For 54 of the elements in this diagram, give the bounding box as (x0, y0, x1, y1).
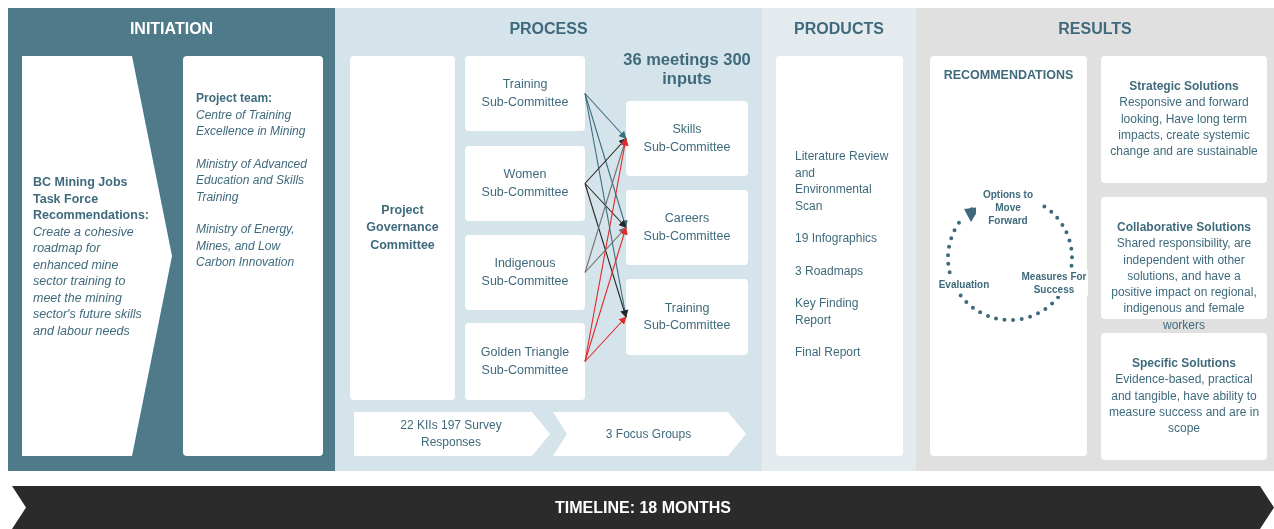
product-text: Key Finding Report (795, 295, 860, 328)
committee-box: Skills Sub-Committee (626, 101, 748, 176)
card-heading: Collaborative Solutions (1115, 219, 1252, 236)
count-text: 3 Focus Groups (605, 425, 692, 443)
chevron-box (553, 412, 746, 456)
arrow (584, 226, 628, 363)
cycle-label: Options to Move Forward (976, 188, 1040, 227)
stage-band (8, 8, 335, 471)
recommendations-card (930, 56, 1087, 456)
stage-heading: INITIATION (128, 20, 215, 38)
team-card (183, 56, 323, 456)
arrow (584, 226, 627, 274)
committee-box: Project Governance Committee (350, 56, 455, 400)
stage-heading: PRODUCTS (793, 20, 885, 38)
card-heading: Specific Solutions (1130, 355, 1237, 372)
arrow (584, 182, 628, 318)
meetings-count-text: 36 meetings 300 inputs (622, 50, 752, 88)
description-text: Create a cohesive roadmap for enhanced mine sector training to meet the mining sector's future skills and labour needs (33, 223, 143, 339)
stage-band (335, 8, 762, 471)
arrow (584, 316, 627, 363)
committee-box: Training Sub-Committee (626, 279, 748, 355)
committee-box: Golden Triangle Sub-Committee (465, 323, 585, 400)
heading-text: Project team: (196, 90, 274, 107)
description-text: Evidence-based, practical and tangible, have ability to measure success and are in scope (1107, 371, 1261, 437)
cycle-label: Measures For Success (1020, 270, 1088, 296)
committee-box: Training Sub-Committee (465, 56, 585, 131)
arrow (584, 92, 627, 140)
stage-band (916, 8, 1274, 471)
chevron-box (354, 412, 550, 456)
solution-card (1101, 56, 1267, 183)
product-text: Final Report (795, 344, 862, 361)
product-text: Literature Review and Environmental Scan (795, 148, 890, 214)
stage-band (762, 8, 916, 471)
chevron-box (22, 56, 172, 456)
stage-heading: PROCESS (508, 20, 589, 38)
count-text: 22 KIIs 197 Survey Responses (399, 417, 503, 451)
arrow (584, 182, 627, 229)
heading-text: BC Mining Jobs Task Force Recommendations: (33, 174, 150, 224)
committee-box: Careers Sub-Committee (626, 190, 748, 265)
timeline-text: TIMELINE: 18 MONTHS (554, 498, 732, 517)
committee-box: Women Sub-Committee (465, 146, 585, 221)
arrow (584, 137, 627, 185)
stage-heading: RESULTS (1057, 20, 1133, 38)
member-text: Ministry of Energy, Mines, and Low Carbon Innovation (196, 221, 296, 271)
timeline-bar (12, 486, 1274, 529)
committee-box: Indigenous Sub-Committee (465, 235, 585, 310)
products-card (776, 56, 903, 456)
product-text: 3 Roadmaps (795, 262, 865, 279)
description-text: Shared responsibility, are independent with other solutions, and have a positive impact on regional, indigenous and female workers (1110, 235, 1258, 334)
solution-card (1101, 333, 1267, 460)
card-heading: Strategic Solutions (1128, 78, 1240, 95)
member-text: Centre of Training Excellence in Mining (196, 106, 307, 140)
description-text: Responsive and forward looking, Have long term impacts, create systemic change and are sustainable (1109, 94, 1259, 160)
product-text: 19 Infographics (795, 230, 879, 247)
